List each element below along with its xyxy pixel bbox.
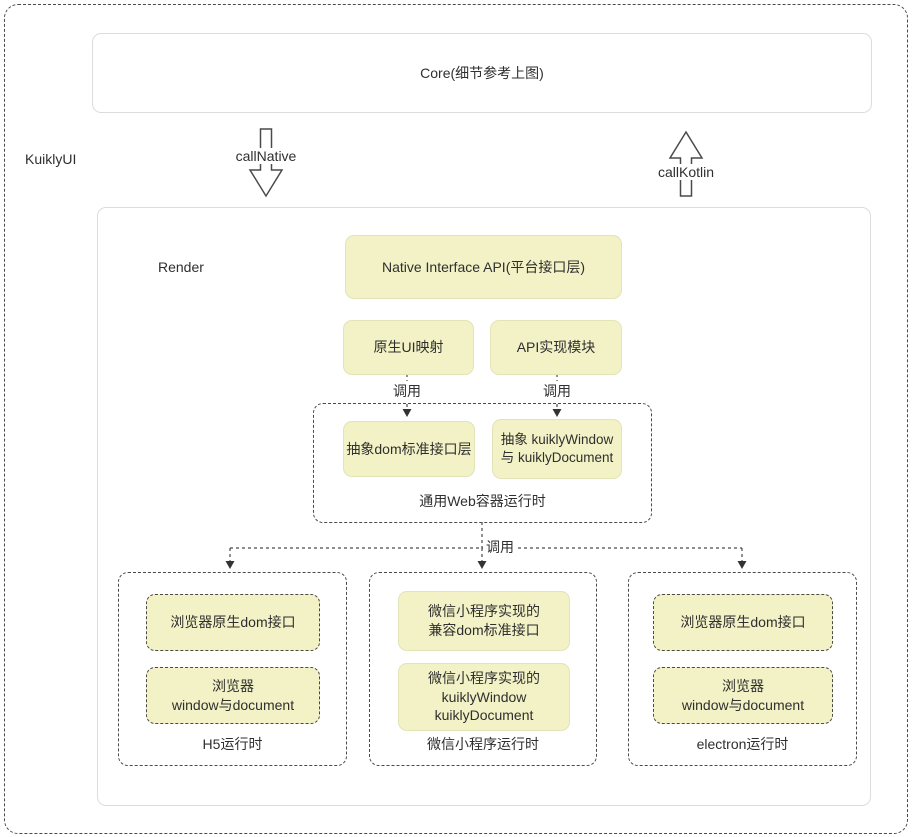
native-ui-mapping-label: 原生UI映射 bbox=[373, 339, 444, 356]
electron-window-document-box: 浏览器 window与document bbox=[653, 667, 833, 724]
call-kotlin-label: callKotlin bbox=[654, 164, 718, 180]
abstract-dom-label: 抽象dom标准接口层 bbox=[346, 440, 472, 457]
api-impl-module-box: API实现模块 bbox=[490, 320, 622, 375]
electron-runtime-title: electron运行时 bbox=[696, 736, 789, 752]
h5-browser-dom-box: 浏览器原生dom接口 bbox=[146, 594, 320, 651]
outer-dashed-border bbox=[4, 4, 908, 834]
weixin-window-document-line3: kuiklyDocument bbox=[434, 707, 534, 724]
weixin-window-document-line1: 微信小程序实现的 bbox=[428, 669, 540, 686]
call-edge-label-bottom: 调用 bbox=[483, 537, 517, 557]
electron-browser-dom-label: 浏览器原生dom接口 bbox=[680, 614, 806, 631]
core-box-label: Core(细节参考上图) bbox=[420, 65, 544, 81]
native-interface-api-label: Native Interface API(平台接口层) bbox=[381, 258, 586, 275]
weixin-runtime-title: 微信小程序运行时 bbox=[427, 736, 539, 752]
weixin-window-document-line2: kuiklyWindow bbox=[441, 688, 527, 705]
api-impl-module-label: API实现模块 bbox=[516, 339, 596, 356]
web-container-runtime-title: 通用Web容器运行时 bbox=[419, 493, 546, 509]
core-box: Core(细节参考上图) bbox=[92, 33, 872, 113]
h5-window-document-box: 浏览器 window与document bbox=[146, 667, 320, 724]
call-edge-label-right: 调用 bbox=[540, 381, 574, 401]
call-native-label: callNative bbox=[232, 148, 300, 164]
abstract-window-line2: 与 kuiklyDocument bbox=[500, 450, 614, 465]
abstract-dom-box: 抽象dom标准接口层 bbox=[343, 421, 475, 477]
weixin-compat-dom-line1: 微信小程序实现的 bbox=[428, 603, 540, 620]
native-interface-api-box: Native Interface API(平台接口层) bbox=[345, 235, 622, 299]
electron-runtime-container: 浏览器原生dom接口 浏览器 window与document electron运… bbox=[628, 572, 857, 766]
h5-runtime-title: H5运行时 bbox=[202, 736, 263, 752]
kuikly-ui-label: KuiklyUI bbox=[25, 151, 77, 167]
abstract-window-box: 抽象 kuiklyWindow 与 kuiklyDocument bbox=[492, 419, 622, 479]
h5-runtime-container: 浏览器原生dom接口 浏览器 window与document H5运行时 bbox=[118, 572, 347, 766]
h5-window-document-line2: window与document bbox=[171, 696, 295, 713]
render-label: Render bbox=[158, 259, 204, 275]
call-edge-label-left: 调用 bbox=[390, 381, 424, 401]
h5-window-document-line1: 浏览器 bbox=[212, 677, 254, 694]
native-ui-mapping-box: 原生UI映射 bbox=[343, 320, 474, 375]
electron-window-document-line1: 浏览器 bbox=[722, 677, 764, 694]
electron-window-document-line2: window与document bbox=[681, 696, 805, 713]
weixin-runtime-container: 微信小程序实现的 兼容dom标准接口 微信小程序实现的 kuiklyWindow… bbox=[369, 572, 597, 766]
weixin-compat-dom-box: 微信小程序实现的 兼容dom标准接口 bbox=[398, 591, 570, 651]
weixin-compat-dom-line2: 兼容dom标准接口 bbox=[428, 622, 540, 638]
electron-browser-dom-box: 浏览器原生dom接口 bbox=[653, 594, 833, 651]
h5-browser-dom-label: 浏览器原生dom接口 bbox=[170, 614, 296, 631]
weixin-window-document-box: 微信小程序实现的 kuiklyWindow kuiklyDocument bbox=[398, 663, 570, 731]
abstract-window-line1: 抽象 kuiklyWindow bbox=[500, 431, 614, 447]
